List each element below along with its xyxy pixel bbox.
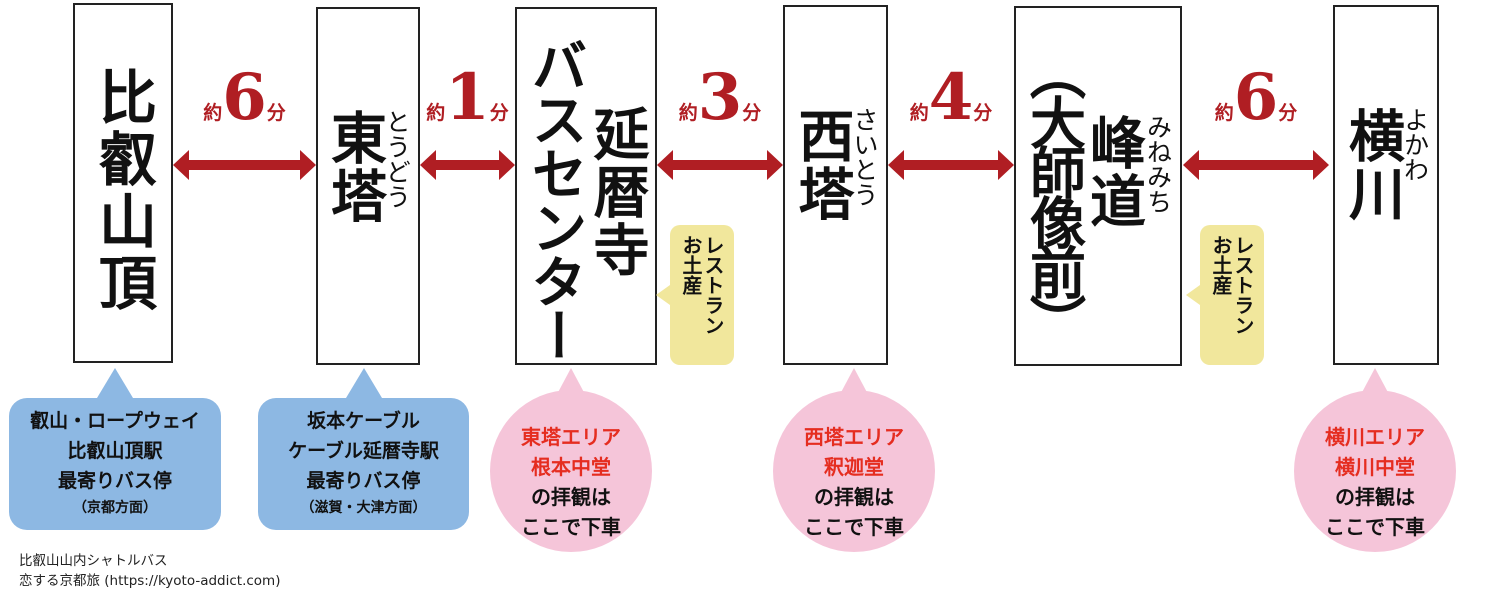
note-line: お土産 (1209, 235, 1233, 295)
double-arrow-icon (1183, 150, 1329, 180)
bubble-line: 坂本ケーブル (307, 410, 420, 432)
station-yokawa: よかわ 横川 (1333, 5, 1439, 365)
bubble-line: 叡山・ロープウェイ (30, 410, 200, 432)
bus-stop-info-bubble: 坂本ケーブル ケーブル延暦寺駅 最寄りバス停 （滋賀・大津方面） (258, 368, 469, 530)
station-todo: とうどう 東塔 (316, 7, 420, 365)
bubble-line: の拝観は (531, 485, 611, 509)
bubble-direction: （京都方面） (73, 500, 157, 516)
minutes-unit: 分 (489, 102, 509, 124)
bubble-line: 最寄りバス停 (306, 470, 421, 492)
station-reading: とうどう (382, 109, 412, 209)
bubble-direction: （滋賀・大津方面） (300, 500, 427, 516)
minutes-value: 1 (445, 60, 490, 135)
footer-credit: 恋する京都旅 (https://kyoto-addict.com) (19, 573, 281, 589)
station-name: 比叡山頂 (89, 67, 157, 315)
sightseeing-stop-bubble: 西塔エリア 釈迦堂 の拝観は ここで下車 (773, 368, 935, 552)
approx-label: 約 (203, 102, 223, 124)
temple-name: 横川中堂 (1335, 455, 1415, 479)
sightseeing-stop-bubble: 横川エリア 横川中堂 の拝観は ここで下車 (1294, 368, 1456, 552)
bubble-line: ケーブル延暦寺駅 (288, 440, 439, 462)
station-reading: さいとう (850, 107, 879, 207)
bubble-line: 比叡山頂駅 (67, 440, 163, 462)
minutes-value: 6 (1233, 60, 1279, 135)
minutes-value: 3 (697, 60, 743, 135)
double-arrow-icon (420, 150, 515, 180)
station-name: 峰道 (1080, 114, 1147, 230)
minutes-unit: 分 (1278, 102, 1298, 124)
note-line: レストラン (701, 235, 725, 335)
station-name: 横川 (1339, 107, 1406, 223)
sightseeing-stop-bubble: 東塔エリア 根本中堂 の拝観は ここで下車 (490, 368, 652, 552)
approx-label: 約 (678, 102, 698, 124)
station-minemichi: みねみち 峰道 （大師像前） (1014, 6, 1182, 366)
station-hieizan-sancho: 比叡山頂 (73, 3, 173, 363)
bubble-line: ここで下車 (521, 515, 621, 539)
station-reading: よかわ (1400, 107, 1430, 182)
minutes-value: 6 (222, 60, 267, 135)
travel-time-2: 約1分 (420, 60, 515, 135)
minutes-unit: 分 (266, 102, 286, 124)
travel-time-3: 約3分 (657, 60, 783, 135)
bubble-line: 最寄りバス停 (57, 470, 172, 492)
station-saito: さいとう 西塔 (783, 5, 888, 365)
temple-name: 根本中堂 (531, 455, 611, 479)
travel-time-5: 約6分 (1183, 60, 1329, 135)
bubble-line: の拝観は (814, 485, 894, 509)
minutes-unit: 分 (973, 102, 993, 124)
restaurant-souvenir-note: レストラン お土産 (656, 225, 734, 365)
approx-label: 約 (426, 102, 446, 124)
double-arrow-icon (888, 150, 1014, 180)
travel-time-1: 約6分 (173, 60, 316, 135)
note-line: レストラン (1231, 235, 1255, 335)
station-name: 東塔 (321, 109, 388, 225)
travel-time-4: 約4分 (888, 60, 1014, 135)
area-name: 東塔エリア (521, 425, 621, 449)
note-line: お土産 (679, 235, 703, 295)
station-name-2: バスセンター (522, 37, 588, 361)
station-reading: みねみち (1143, 114, 1173, 214)
station-name: 西塔 (789, 107, 855, 223)
bubble-line: の拝観は (1335, 485, 1415, 509)
bubble-line: ここで下車 (804, 515, 904, 539)
bus-stop-info-bubble: 叡山・ロープウェイ 比叡山頂駅 最寄りバス停 （京都方面） (9, 368, 221, 530)
approx-label: 約 (909, 102, 929, 124)
temple-name: 釈迦堂 (824, 455, 884, 479)
approx-label: 約 (1214, 102, 1234, 124)
station-name-2: （大師像前） (1020, 44, 1087, 344)
restaurant-souvenir-note: レストラン お土産 (1186, 225, 1264, 365)
footer-title: 比叡山山内シャトルバス (19, 553, 168, 569)
minutes-value: 4 (928, 60, 974, 135)
station-enryakuji-bus-center: 延暦寺 バスセンター (515, 7, 657, 365)
minutes-unit: 分 (742, 102, 762, 124)
bubble-line: ここで下車 (1325, 515, 1425, 539)
double-arrow-icon (173, 150, 316, 180)
double-arrow-icon (657, 150, 783, 180)
area-name: 横川エリア (1325, 425, 1425, 449)
area-name: 西塔エリア (804, 425, 904, 449)
station-name: 延暦寺 (584, 105, 650, 279)
